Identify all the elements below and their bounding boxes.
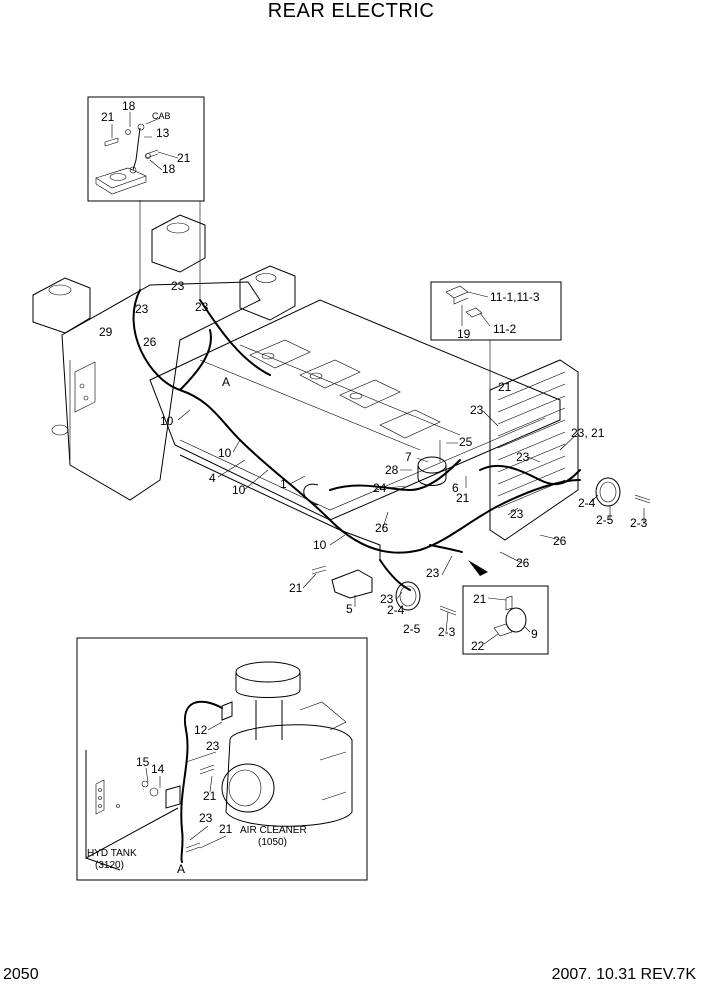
label-2-5: 2-5 [403, 622, 421, 636]
label-18: 18 [162, 162, 176, 176]
label-2-5: 2-5 [596, 513, 614, 527]
label-29: 29 [99, 325, 113, 339]
label-ref-a: A [177, 862, 185, 876]
page-number: 2050 [3, 966, 39, 983]
label-21: 21 [498, 380, 512, 394]
label-26: 26 [516, 556, 530, 570]
label-23: 23 [426, 566, 440, 580]
label-9: 9 [531, 627, 538, 641]
label-cab: CAB [152, 111, 171, 121]
main-view-labels: 23 23 23 29 26 A 10 10 4 10 1 10 21 5 23… [99, 279, 648, 639]
label-21: 21 [101, 110, 115, 124]
label-air-cleaner-code: (1050) [258, 837, 287, 848]
label-10: 10 [313, 538, 327, 552]
rear-grille-panel [489, 359, 579, 541]
label-2-3: 2-3 [438, 625, 456, 639]
label-23: 23 [171, 279, 185, 293]
bracket-5 [331, 569, 373, 599]
label-23-21: 23, 21 [571, 426, 605, 440]
label-19: 19 [457, 327, 471, 341]
label-24: 24 [373, 481, 387, 495]
label-2-3: 2-3 [630, 516, 648, 530]
label-23: 23 [380, 592, 394, 606]
label-23: 23 [470, 403, 484, 417]
label-ref-a: A [222, 375, 230, 389]
rear-lamp-left [395, 581, 457, 616]
label-21: 21 [219, 822, 233, 836]
label-23: 23 [135, 302, 149, 316]
label-21: 21 [289, 581, 303, 595]
label-10: 10 [160, 414, 174, 428]
arrow-icon [468, 560, 488, 576]
connector-detail-box: 11-1,11-3 11-2 19 [430, 281, 562, 420]
label-4: 4 [209, 471, 216, 485]
label-21: 21 [456, 491, 470, 505]
label-12: 12 [194, 723, 208, 737]
label-10: 10 [232, 483, 246, 497]
label-25: 25 [459, 435, 473, 449]
label-air-cleaner: AIR CLEANER [240, 825, 307, 836]
label-11-2: 11-2 [493, 322, 516, 336]
label-23: 23 [516, 450, 530, 464]
main-wire-harness [132, 289, 581, 591]
label-2-4: 2-4 [578, 496, 596, 510]
label-7: 7 [405, 450, 412, 464]
label-hyd-tank-code: (3120) [95, 860, 124, 871]
label-28: 28 [385, 463, 399, 477]
label-26: 26 [143, 335, 157, 349]
label-26: 26 [553, 534, 567, 548]
label-21: 21 [473, 592, 487, 606]
label-10: 10 [218, 446, 232, 460]
lamp-detail-box: 21 9 22 [462, 585, 549, 655]
label-21: 21 [177, 151, 191, 165]
rear-lamp-right [595, 477, 651, 507]
label-23: 23 [195, 300, 209, 314]
label-14: 14 [151, 762, 165, 776]
label-6: 6 [452, 481, 459, 495]
cab-detail-box: 18 21 CAB 13 21 18 [87, 96, 205, 202]
label-26: 26 [375, 521, 389, 535]
label-1: 1 [280, 477, 287, 491]
label-13: 13 [156, 126, 170, 140]
air-cleaner-detail-box: 12 23 15 14 21 23 21 A AIR CLEANER (1050… [76, 637, 368, 881]
washer-tank [417, 440, 447, 486]
page-title: REAR ELECTRIC [267, 0, 435, 22]
label-21: 21 [203, 789, 217, 803]
label-18: 18 [122, 99, 136, 113]
upper-frame [32, 214, 561, 560]
label-5: 5 [346, 602, 353, 616]
label-hyd-tank: HYD TANK [87, 848, 137, 859]
label-23: 23 [206, 739, 220, 753]
date-revision: 2007. 10.31 REV.7K [551, 966, 696, 983]
label-2-4: 2-4 [387, 603, 405, 617]
label-23: 23 [199, 811, 213, 825]
label-23: 23 [510, 507, 524, 521]
label-15: 15 [136, 755, 150, 769]
label-11-1: 11-1,11-3 [490, 290, 540, 304]
label-22: 22 [471, 639, 485, 653]
